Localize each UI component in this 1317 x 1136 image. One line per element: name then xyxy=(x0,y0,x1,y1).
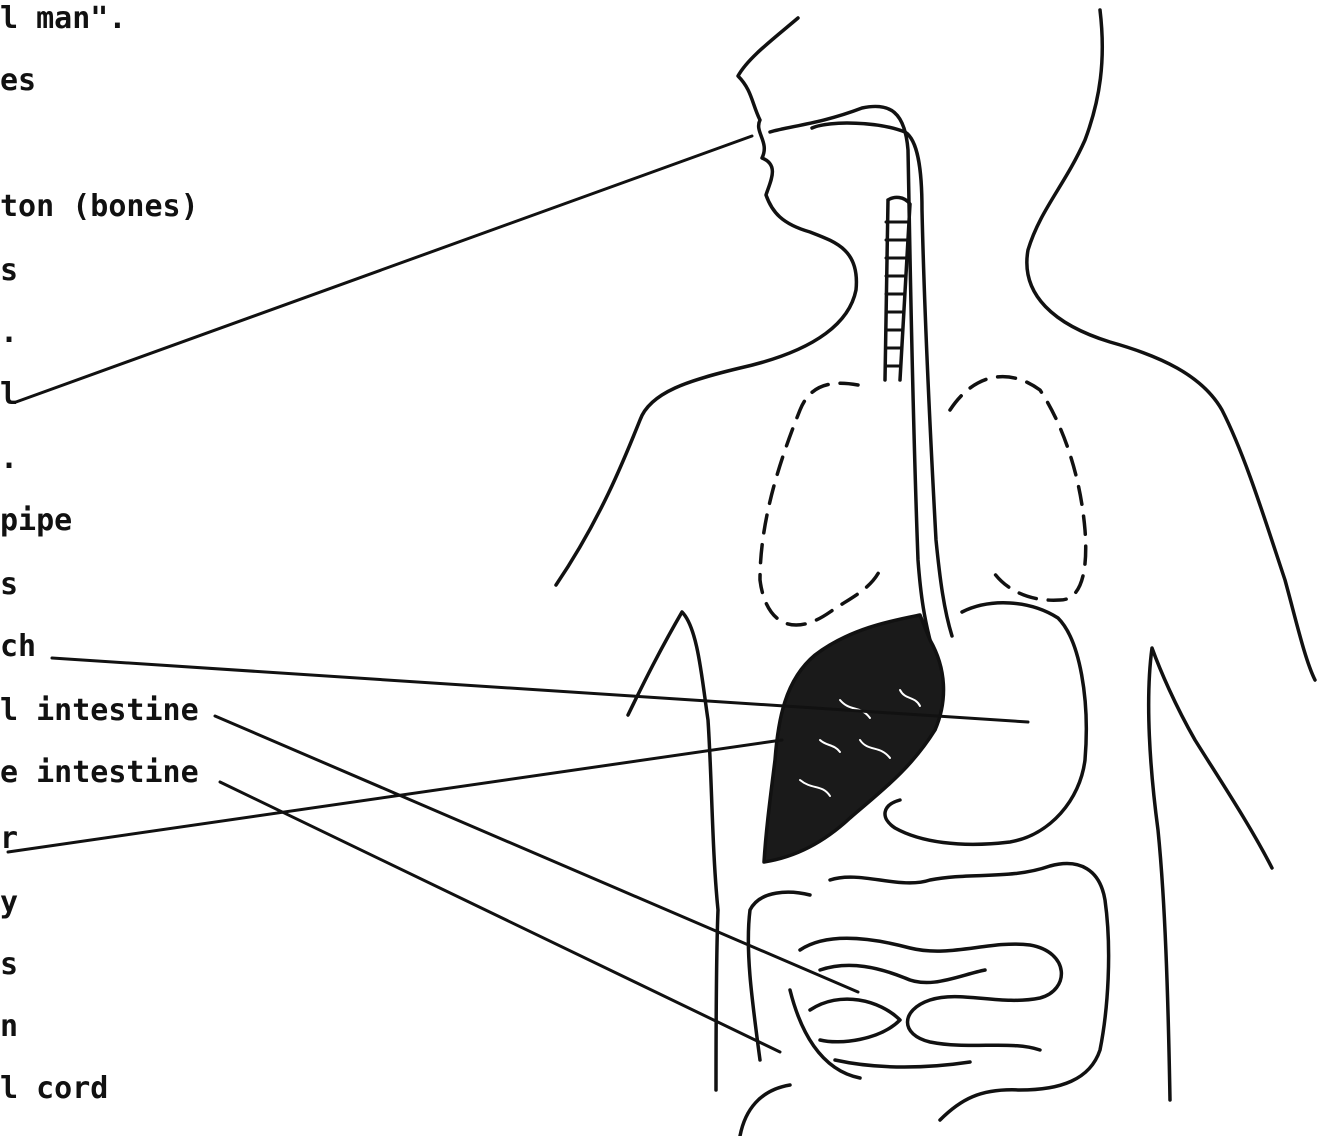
left-arm xyxy=(628,612,718,1090)
pointer-mouth xyxy=(16,136,752,402)
pointer-large-intestine xyxy=(220,782,780,1052)
left-lung xyxy=(760,383,880,625)
pointer-small-intestine xyxy=(215,716,858,992)
esophagus-inner xyxy=(812,123,952,636)
pointer-liver xyxy=(8,740,782,852)
right-arm xyxy=(1149,648,1272,1100)
esophagus-outer xyxy=(770,106,930,640)
small-intestine xyxy=(790,938,1061,1078)
windpipe-rings xyxy=(886,222,908,366)
head-profile xyxy=(556,18,856,585)
liver xyxy=(764,615,944,862)
back-and-shoulder xyxy=(1027,10,1315,680)
right-lung xyxy=(950,377,1086,601)
large-intestine xyxy=(740,864,1109,1136)
windpipe xyxy=(885,197,910,380)
pointer-lines xyxy=(8,136,1028,1052)
